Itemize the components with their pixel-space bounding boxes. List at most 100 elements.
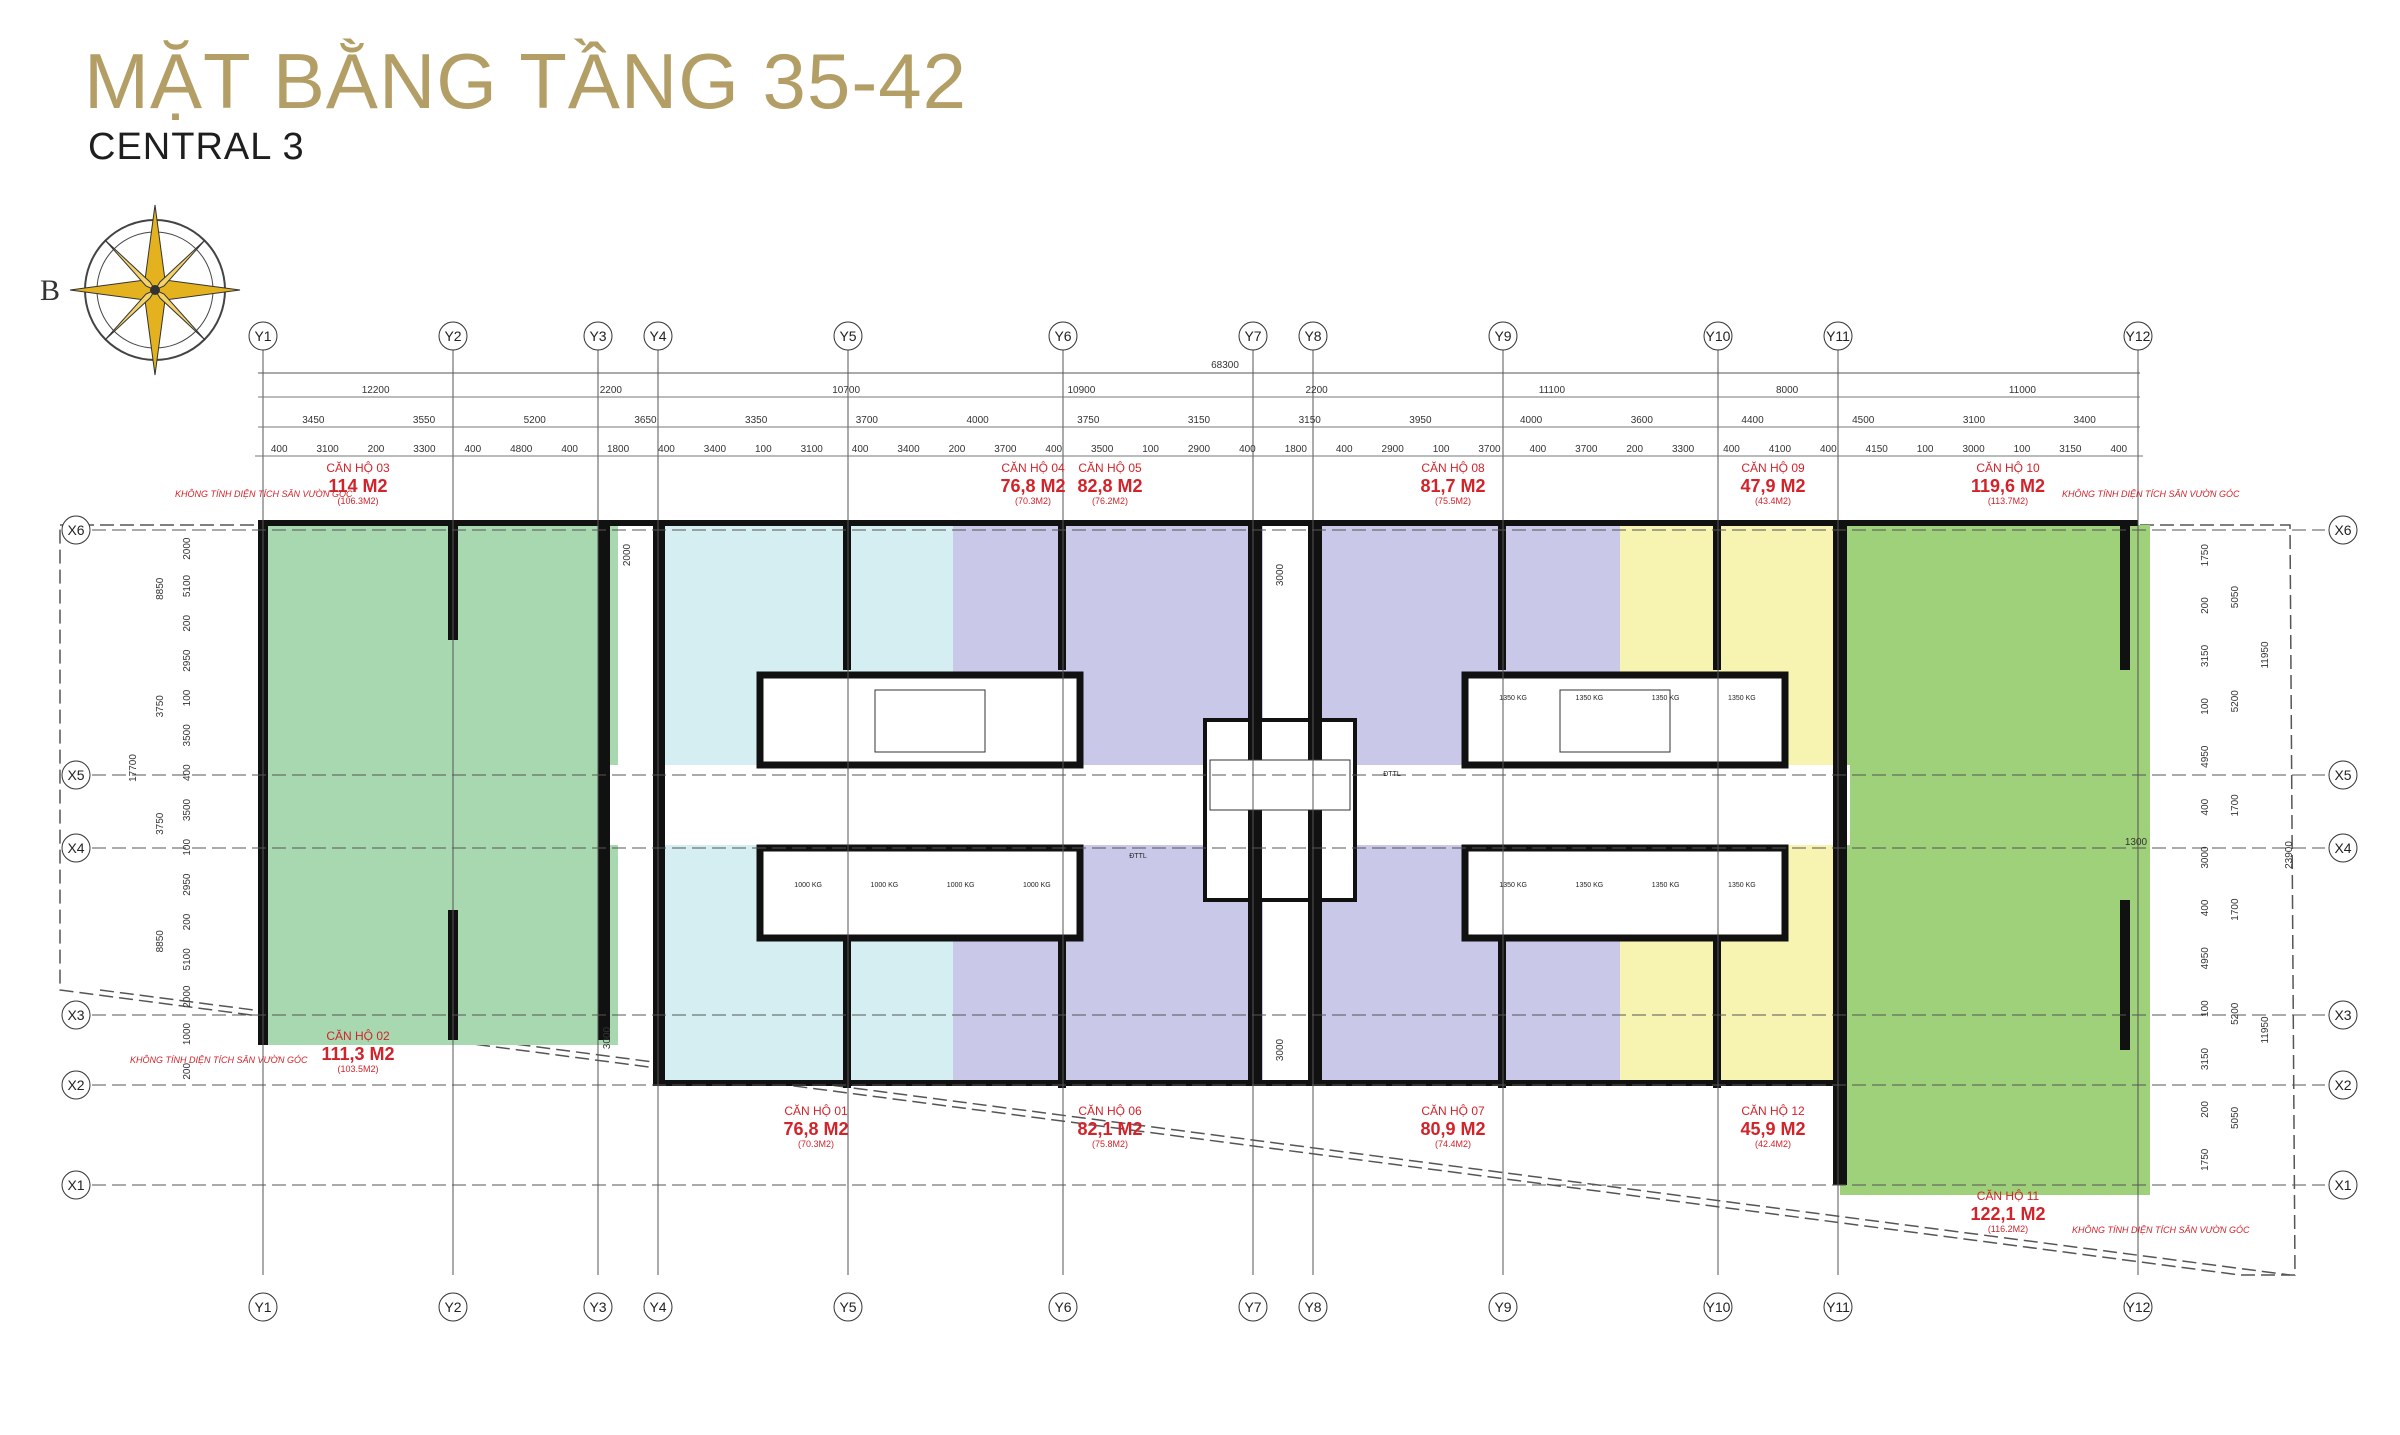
dimension-right1-3: 100 [2200,698,2211,715]
axis-bubble-x4-right [2328,833,2358,863]
axis-bubble-y9-bottom [1488,1292,1518,1322]
axis-label-y1-bottom: Y1 [254,1299,271,1315]
axis-bubble-y5-top [833,321,863,351]
axis-bubble-x1-right [2328,1170,2358,1200]
apartment-name-6: CĂN HỘ 02 [326,1028,390,1043]
apartment-net-area-7: (70.3M2) [798,1139,834,1149]
apartment-name-8: CĂN HỘ 06 [1078,1103,1142,1118]
lift-upper-right-2: 1350 KG [1652,695,1680,702]
dimension-right-total1: 11950 [2260,641,2271,669]
dimension-row3-16: 400 [1045,444,1062,455]
dimension-row3-31: 4100 [1769,444,1792,455]
apartment-net-area-11: (116.2M2) [1988,1224,2028,1234]
axis-bubble-x6-left [61,515,91,545]
dimension-row3-38: 400 [2110,444,2127,455]
apartment-area-1: 76,8 M2 [1000,476,1065,496]
dimension-row3-23: 2900 [1382,444,1405,455]
axis-bubble-y3-top [583,321,613,351]
dimension-row3-26: 400 [1530,444,1547,455]
dimension-left2-14: 200 [182,1063,193,1080]
axis-label-y4-top: Y4 [649,328,666,344]
dimension-row2-8: 3150 [1188,415,1211,426]
lift-upper-right-1: 1350 KG [1576,695,1604,702]
dimension-left1-0: 8850 [155,577,166,600]
dimension-row3-12: 400 [852,444,869,455]
apartment-net-area-3: (75.5M2) [1435,496,1471,506]
dimension-row3-25: 3700 [1478,444,1501,455]
dimension-left1-3: 8850 [155,930,166,953]
dimension-right: 1750200315010049504003000400495010031502… [602,543,2295,1170]
dimension-right1-8: 4950 [2200,947,2211,970]
axis-label-y7-top: Y7 [1244,328,1261,344]
shaft-label-left: ĐTTL [1129,853,1147,860]
axis-label-y3-top: Y3 [589,328,606,344]
dimension-row2-6: 4000 [966,415,989,426]
dimension-row2-7: 3750 [1077,415,1100,426]
apartment-net-area-9: (74.4M2) [1435,1139,1471,1149]
lift-lower-left-2: 1000 KG [947,882,975,889]
dimension-right1-12: 1750 [2200,1148,2211,1171]
apartment-name-2: CĂN HỘ 05 [1078,460,1142,475]
axis-label-y11-top: Y11 [1826,328,1850,344]
dimension-right1-2: 3150 [2200,644,2211,667]
axis-bubble-y11-top [1823,321,1853,351]
dimension-row3-37: 3150 [2059,444,2082,455]
dimension-row3-15: 3700 [994,444,1017,455]
dimension-right1-1: 200 [2200,597,2211,614]
dimension-row2-11: 4000 [1520,415,1543,426]
grid-axes-vertical: Y1Y1Y2Y2Y3Y3Y4Y4Y5Y5Y6Y6Y7Y7Y8Y8Y9Y9Y10Y… [248,321,2153,1322]
dimension-row3-14: 200 [949,444,966,455]
page-subtitle: CENTRAL 3 [88,126,305,168]
dimension-row2-2: 5200 [524,415,547,426]
lift-lower-right-1: 1350 KG [1576,882,1604,889]
dimension-right1-4: 4950 [2200,745,2211,768]
dimension-left1-2: 3750 [155,812,166,835]
axis-label-y7-bottom: Y7 [1244,1299,1261,1315]
dimension-left-total: 17700 [128,754,139,782]
apartment-area-4: 47,9 M2 [1740,476,1805,496]
apartment-area-0: 114 M2 [328,476,387,496]
dimension-left2-7: 3500 [182,798,193,821]
apartment-name-5: CĂN HỘ 10 [1976,460,2040,475]
dimension-row2-5: 3700 [856,415,879,426]
dimension-left2-4: 100 [182,689,193,706]
compass-north-letter: B [40,274,60,307]
zone-apt-03-02 [258,525,618,1045]
dimension-row3-27: 3700 [1575,444,1598,455]
axis-label-x6-left: X6 [67,522,84,538]
dimension-left2-0: 2000 [182,537,193,560]
dimension-row3-11: 3100 [801,444,824,455]
dimension-misc-4: 3000 [602,1026,613,1049]
dimension-row3-5: 4800 [510,444,533,455]
axis-label-y8-top: Y8 [1304,328,1321,344]
dimension-left2-11: 5100 [182,948,193,971]
axis-label-x5-right: X5 [2334,767,2351,783]
apartment-net-area-10: (42.4M2) [1755,1139,1791,1149]
dimension-misc-2: 3000 [1275,1038,1286,1061]
axis-label-x1-right: X1 [2334,1177,2351,1193]
axis-bubble-y8-top [1298,321,1328,351]
axis-bubble-y5-bottom [833,1292,863,1322]
dimension-row3-18: 100 [1142,444,1159,455]
apartment-net-area-5: (113.7M2) [1988,496,2028,506]
dimension-right-total3: 11950 [2260,1016,2271,1044]
garden-note-top-right: KHÔNG TÍNH DIỆN TÍCH SÂN VƯỜN GÓC [2062,489,2240,499]
dimension-right1-7: 400 [2200,899,2211,916]
dimension-row3-9: 3400 [704,444,727,455]
axis-label-y3-bottom: Y3 [589,1299,606,1315]
apartment-area-6: 111,3 M2 [321,1044,394,1064]
apartment-net-area-4: (43.4M2) [1755,496,1791,506]
axis-bubble-y9-top [1488,321,1518,351]
dimension-row2-0: 3450 [302,415,325,426]
dimension-row1-5: 11100 [1539,385,1566,396]
dimension-row3-17: 3500 [1091,444,1114,455]
garden-note-bottom-left: KHÔNG TÍNH DIỆN TÍCH SÂN VƯỜN GÓC [130,1055,308,1065]
dimension-row1-2: 10700 [832,385,860,396]
apartment-area-11: 122,1 M2 [1970,1204,2045,1224]
apartment-name-0: CĂN HỘ 03 [326,460,390,475]
apartment-area-7: 76,8 M2 [783,1119,848,1139]
page-title: MẶT BẰNG TẦNG 35-42 [84,37,968,125]
apartment-area-2: 82,8 M2 [1077,476,1142,496]
